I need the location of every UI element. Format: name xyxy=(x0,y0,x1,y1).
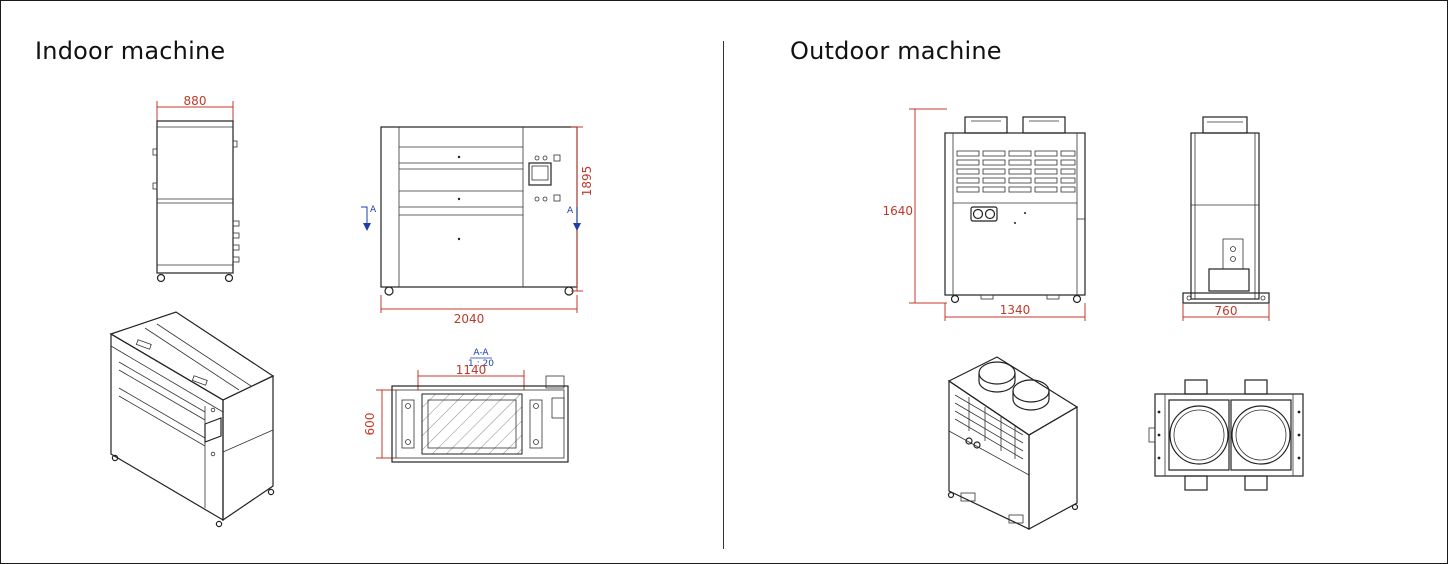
section-label: A-A xyxy=(473,348,489,358)
indoor-section-depth-label: 600 xyxy=(363,413,377,436)
section-divider xyxy=(723,41,724,549)
outdoor-front-width-label: 1340 xyxy=(1000,303,1031,317)
outdoor-top-view xyxy=(1148,379,1304,491)
indoor-section-length-label: 1140 xyxy=(456,363,487,377)
indoor-isometric-view xyxy=(109,311,275,528)
outdoor-side-view: 760 xyxy=(1182,116,1270,321)
section-marker-left: A xyxy=(370,205,377,215)
indoor-front-view: 1895 2040 A A xyxy=(361,126,594,326)
outdoor-side-width-label: 760 xyxy=(1215,304,1238,318)
outdoor-isometric-view xyxy=(947,356,1079,531)
indoor-front-height-label: 1895 xyxy=(580,166,594,197)
section-marker-right: A xyxy=(567,206,574,216)
indoor-side-view: 880 xyxy=(152,94,240,283)
outdoor-louver-grid xyxy=(956,150,1076,193)
indoor-front-width-label: 2040 xyxy=(454,312,485,326)
outdoor-machine-title: Outdoor machine xyxy=(790,37,1002,65)
indoor-machine-title: Indoor machine xyxy=(35,37,226,65)
indoor-section-view: A-A 1 : 20 1140 600 xyxy=(363,348,569,463)
indoor-side-width-label: 880 xyxy=(184,94,207,108)
section-scale: 1 : 20 xyxy=(468,359,494,369)
outdoor-front-height-label: 1640 xyxy=(882,204,913,218)
outdoor-front-view: 1640 1340 xyxy=(882,108,1086,321)
